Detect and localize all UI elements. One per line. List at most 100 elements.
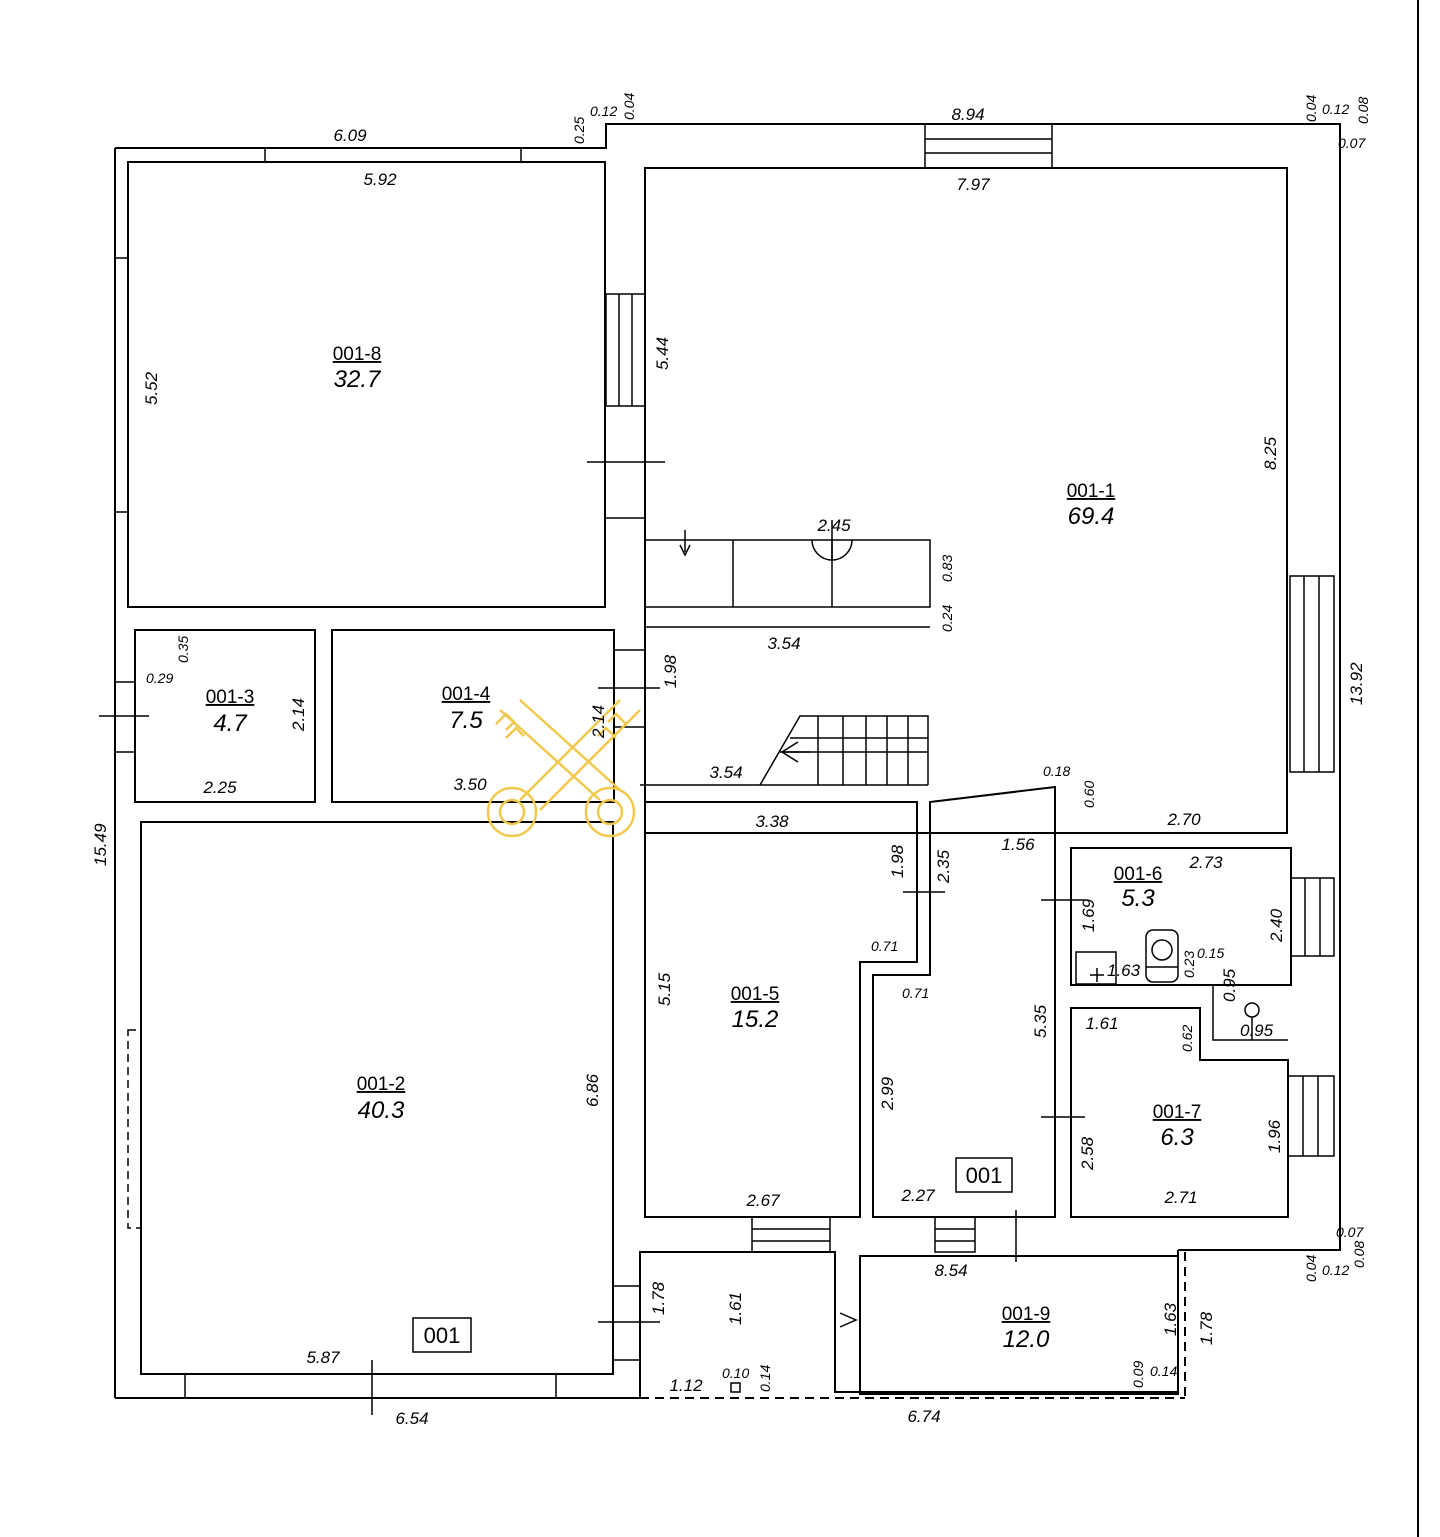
dim-label: 7.97 [956, 175, 990, 194]
dim-label: 1.56 [1001, 835, 1035, 854]
dim-label: 0.29 [146, 670, 173, 686]
dim-label: 2.25 [202, 778, 237, 797]
dim-label: 0.04 [621, 93, 637, 120]
dim-label: 0.09 [1130, 1361, 1146, 1388]
room-area: 6.3 [1160, 1124, 1194, 1151]
dim-label: 1.78 [1197, 1311, 1216, 1345]
doors [99, 461, 1085, 1415]
room-area: 4.7 [213, 710, 248, 737]
unit-label: 001 [424, 1323, 461, 1348]
dim-label: 5.15 [655, 972, 674, 1006]
dim-label: 1.98 [661, 654, 680, 688]
room-id: 001-9 [1002, 1304, 1051, 1325]
dim-label: 2.71 [1163, 1188, 1197, 1207]
room-area: 69.4 [1068, 503, 1115, 530]
dim-label: 0.18 [1043, 763, 1070, 779]
room-id: 001-6 [1114, 864, 1163, 885]
bathroom-fixtures [730, 929, 1288, 1393]
dim-label: 6.74 [907, 1407, 940, 1426]
dim-label: 6.09 [333, 126, 367, 145]
dimension-labels: 6.09 5.92 0.25 0.12 0.04 8.94 7.97 0.04 … [91, 93, 1371, 1428]
kitchen-fixtures [644, 520, 931, 628]
dim-label: 6.86 [583, 1073, 602, 1107]
room-id: 001-7 [1153, 1102, 1202, 1123]
dim-label: 3.54 [767, 634, 800, 653]
dim-label: 0.04 [1303, 1255, 1319, 1282]
dim-label: 0.12 [1322, 1262, 1349, 1278]
room-id: 001-8 [333, 344, 382, 365]
dim-label: 1.12 [669, 1376, 703, 1395]
room-id: 001-3 [206, 687, 255, 708]
dim-label: 2.73 [1188, 853, 1223, 872]
unit-labels: 001 001 [412, 1157, 1013, 1353]
exterior-walls [114, 123, 1341, 1399]
dim-label: 0.71 [871, 938, 898, 954]
room-id: 001-1 [1067, 481, 1116, 502]
room-001-1 [644, 167, 1288, 834]
dim-label: 0.07 [1338, 135, 1366, 151]
dim-label: 1.61 [726, 1292, 745, 1325]
room-area: 32.7 [334, 366, 382, 393]
room-area: 5.3 [1121, 885, 1155, 912]
dim-label: 2.40 [1267, 908, 1286, 943]
dim-label: 0.95 [1240, 1021, 1274, 1040]
dim-label: 1.63 [1161, 1302, 1180, 1336]
dim-label: 0.12 [1322, 101, 1349, 117]
dim-label: 5.44 [653, 337, 672, 370]
dim-label: 0.62 [1179, 1025, 1195, 1052]
dim-label: 15.49 [91, 823, 110, 866]
dim-label: 1.78 [649, 1281, 668, 1315]
room-area: 7.5 [449, 707, 483, 734]
dim-label: 0.15 [1197, 945, 1224, 961]
dim-label: 1.98 [888, 844, 907, 878]
dim-label: 0.08 [1351, 1241, 1367, 1268]
room-area: 12.0 [1003, 1326, 1050, 1353]
dim-label: 0.24 [939, 605, 955, 632]
dim-label: 1.63 [1107, 961, 1141, 980]
dim-label: 8.54 [934, 1261, 967, 1280]
dim-label: 2.45 [816, 516, 851, 535]
dim-label: 2.67 [745, 1191, 780, 1210]
corridor-001 [872, 785, 1056, 1218]
dim-label: 5.52 [142, 371, 161, 405]
dim-label: 2.58 [1078, 1136, 1097, 1171]
dim-label: 0.14 [1150, 1363, 1177, 1379]
room-001-9 [859, 1255, 1179, 1395]
dim-label: 2.99 [878, 1076, 897, 1111]
dim-label: 0.71 [902, 985, 929, 1001]
dim-label: 2.35 [934, 849, 953, 884]
dim-label: 13.92 [1347, 662, 1366, 705]
room-labels: 001-8 32.7 001-1 69.4 001-3 4.7 001-4 7.… [206, 344, 1202, 1353]
dim-label: 0.25 [571, 117, 587, 144]
watermark-logo [486, 699, 641, 838]
dim-label: 0.35 [175, 636, 191, 663]
dim-label: 1.96 [1265, 1119, 1284, 1153]
dim-label: 0.10 [722, 1365, 749, 1381]
room-id: 001-4 [442, 684, 491, 705]
room-001-5 [644, 801, 918, 1218]
dim-label: 0.83 [939, 555, 955, 582]
dim-label: 0.23 [1181, 951, 1197, 978]
room-id: 001-2 [357, 1074, 406, 1095]
staircase [640, 715, 929, 786]
dim-label: 0.95 [1220, 968, 1239, 1002]
dim-label: 8.94 [951, 105, 984, 124]
unit-label: 001 [966, 1163, 1003, 1188]
dim-label: 0.08 [1355, 97, 1371, 124]
dim-label: 0.14 [757, 1365, 773, 1392]
dim-label: 3.50 [453, 775, 487, 794]
dim-label: 3.54 [709, 763, 742, 782]
dim-label: 6.54 [395, 1409, 428, 1428]
dim-label: 1.69 [1079, 898, 1098, 932]
dim-label: 8.25 [1261, 436, 1280, 470]
room-area: 40.3 [358, 1097, 405, 1124]
room-001-7 [1070, 1007, 1289, 1218]
dim-label: 2.14 [289, 698, 308, 732]
room-001-8 [127, 161, 606, 608]
windows [115, 123, 1335, 1398]
dim-label: 0.12 [590, 103, 617, 119]
dim-label: 2.27 [900, 1186, 935, 1205]
dim-label: 5.87 [306, 1348, 340, 1367]
dim-label: 0.60 [1081, 781, 1097, 808]
